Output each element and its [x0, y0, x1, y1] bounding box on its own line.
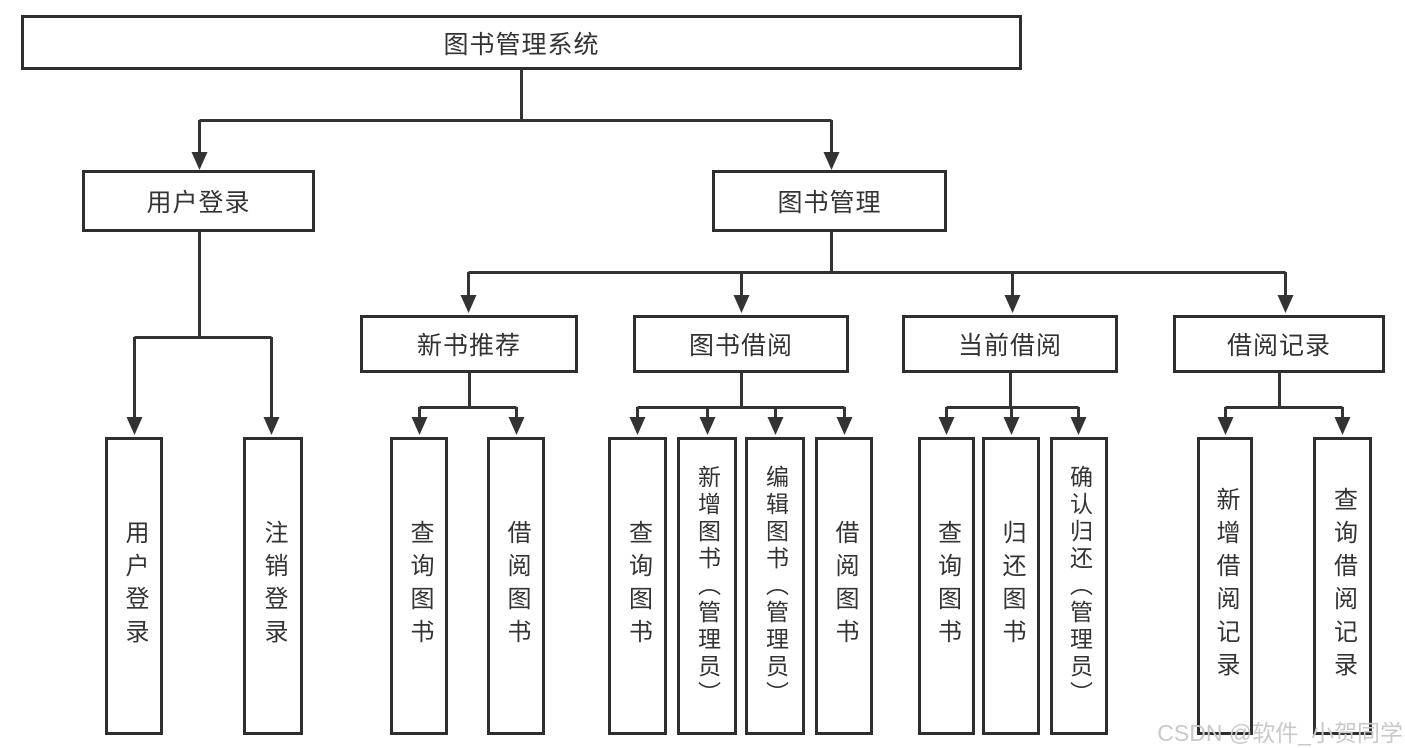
node-library-management-system: 图书管理系统 [21, 15, 1022, 70]
node-cb-confirm-return-admin: 确认归还（管理员） [1050, 437, 1108, 735]
node-nb-borrow-books: 借阅图书 [487, 437, 545, 735]
node-br-query-record: 查询借阅记录 [1313, 437, 1372, 735]
node-cb-return-books: 归还图书 [982, 437, 1040, 735]
node-bb-add-book-admin: 新增图书（管理员） [677, 437, 737, 735]
watermark: CSDN @软件_小贺同学 [1157, 720, 1403, 746]
node-user-login: 用户登录 [105, 437, 163, 735]
node-user-login-branch: 用户登录 [82, 170, 315, 232]
node-br-add-record: 新增借阅记录 [1197, 437, 1253, 735]
node-borrowing-records: 借阅记录 [1173, 315, 1385, 373]
node-book-management-branch: 图书管理 [712, 170, 947, 232]
node-bb-edit-book-admin: 编辑图书（管理员） [745, 437, 805, 735]
node-current-borrowing: 当前借阅 [902, 315, 1118, 373]
node-bb-query-books: 查询图书 [608, 437, 667, 735]
node-logout: 注销登录 [243, 437, 303, 735]
node-new-book-recommendation: 新书推荐 [360, 315, 578, 373]
node-nb-query-books: 查询图书 [390, 437, 448, 735]
node-cb-query-books: 查询图书 [918, 437, 975, 735]
node-book-borrowing: 图书借阅 [633, 315, 849, 373]
node-bb-borrow-books: 借阅图书 [815, 437, 873, 735]
